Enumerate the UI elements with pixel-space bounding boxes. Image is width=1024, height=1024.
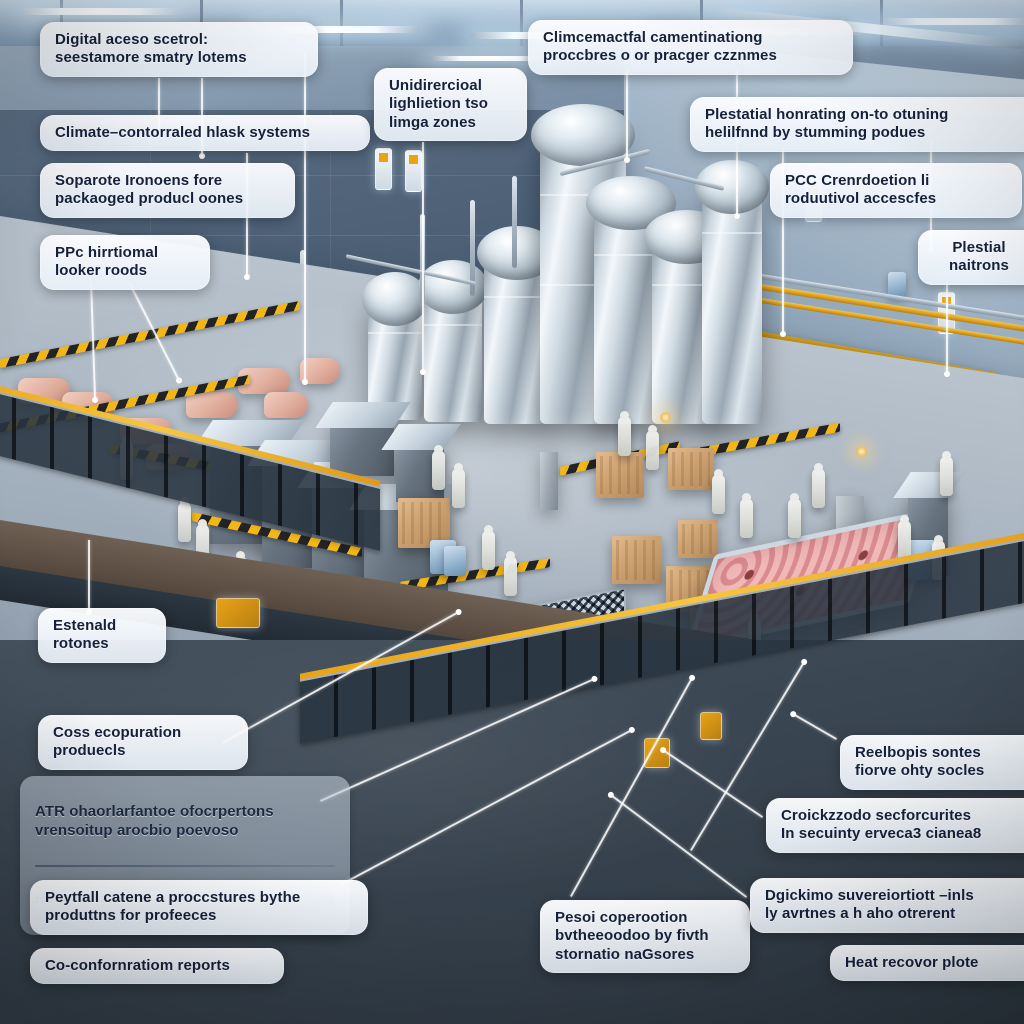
callout-rebolts-sortes[interactable]: Reelbopis sontes fiorve ohty socles <box>840 735 1024 790</box>
cardboard-box <box>398 498 450 548</box>
callout-crock-secforcurites[interactable]: Croickzzodo secforcurites In secuinty er… <box>766 798 1024 853</box>
callout-unidirectional-lighting[interactable]: Unidirercioal lighlietion tso limga zone… <box>374 68 527 141</box>
worker <box>940 451 953 496</box>
worker <box>788 493 801 538</box>
callout-partial-procedures[interactable]: Peytfall catene a proccstures bythe prod… <box>30 880 368 935</box>
worker <box>452 463 465 508</box>
callout-potential-stunning[interactable]: Plestatial honrating on-to otuning helil… <box>690 97 1024 152</box>
worker <box>646 425 659 470</box>
worker <box>504 551 517 596</box>
callout-pcc-controlled-access[interactable]: PCC Crenrdoetion li roduutivol accescfes <box>770 163 1022 218</box>
callout-docking-supervision[interactable]: Dgickimo suvereiortiott –inls ly avrtnes… <box>750 878 1024 933</box>
worker <box>482 525 495 570</box>
floor-hazard-sign <box>216 598 260 628</box>
callout-heat-recovery-plate[interactable]: Heat recovor plote <box>830 945 1024 982</box>
callout-plastic-partitions[interactable]: Plestial naitrons <box>918 230 1024 285</box>
callout-confirmation-reports[interactable]: Co-confornratiom reports <box>30 948 284 985</box>
callout-cross-separation[interactable]: Coss ecopuration produecls <box>38 715 248 770</box>
worker <box>740 493 753 538</box>
worker <box>178 497 191 542</box>
cardboard-box <box>678 520 718 558</box>
worker <box>898 515 911 560</box>
leader-line <box>422 142 424 372</box>
leader-line <box>946 282 948 374</box>
hanging-carcass <box>264 392 308 418</box>
cardboard-box <box>596 452 644 498</box>
wall-safety-sign <box>375 148 392 190</box>
worker <box>432 445 445 490</box>
cardboard-box <box>668 448 714 490</box>
control-terminal <box>444 546 466 576</box>
ceiling-mullion <box>340 0 343 46</box>
floor-hazard-sign <box>700 712 722 740</box>
callout-digital-access-control[interactable]: Digital aceso scetrol: seestamore smatry… <box>40 22 318 77</box>
hanging-carcass <box>186 392 238 418</box>
worker <box>712 469 725 514</box>
process-tank <box>362 272 428 420</box>
leader-line <box>626 70 628 160</box>
callout-separate-zones-packaged[interactable]: Soparote Ironoens fore packaoged producl… <box>40 163 295 218</box>
wall-control-panel <box>888 272 906 298</box>
worker <box>618 411 631 456</box>
leader-line <box>304 52 306 382</box>
process-tank <box>417 260 489 422</box>
callout-divider <box>35 865 335 868</box>
callout-contamination-procedures[interactable]: Climcemactfal camentinationg proccbres o… <box>528 20 853 75</box>
cardboard-box <box>612 536 662 584</box>
ceiling-mullion <box>520 0 523 46</box>
leader-line <box>88 540 90 612</box>
support-column <box>540 452 558 510</box>
ceiling-light <box>430 56 550 61</box>
callout-atr-main-text: ATR ohaorlarfantoe ofocrpertons vrensoit… <box>35 803 274 839</box>
worker <box>812 463 825 508</box>
callout-external-rotones[interactable]: Estenald rotones <box>38 608 166 663</box>
ceiling-light <box>880 18 1024 25</box>
wall-safety-sign <box>405 150 422 192</box>
process-tank <box>695 160 769 424</box>
ceiling-light <box>20 8 180 15</box>
callout-ppc-locker-rooms[interactable]: PPc hirrtiomal looker roods <box>40 235 210 290</box>
callout-pest-cooperation[interactable]: Pesoi coperootion bvtheeoodoo by fivth s… <box>540 900 750 973</box>
callout-climate-controlled-hask[interactable]: Climate–contorraled hlask systems <box>40 115 370 152</box>
ceiling-light <box>250 26 420 33</box>
process-tank <box>476 226 558 424</box>
